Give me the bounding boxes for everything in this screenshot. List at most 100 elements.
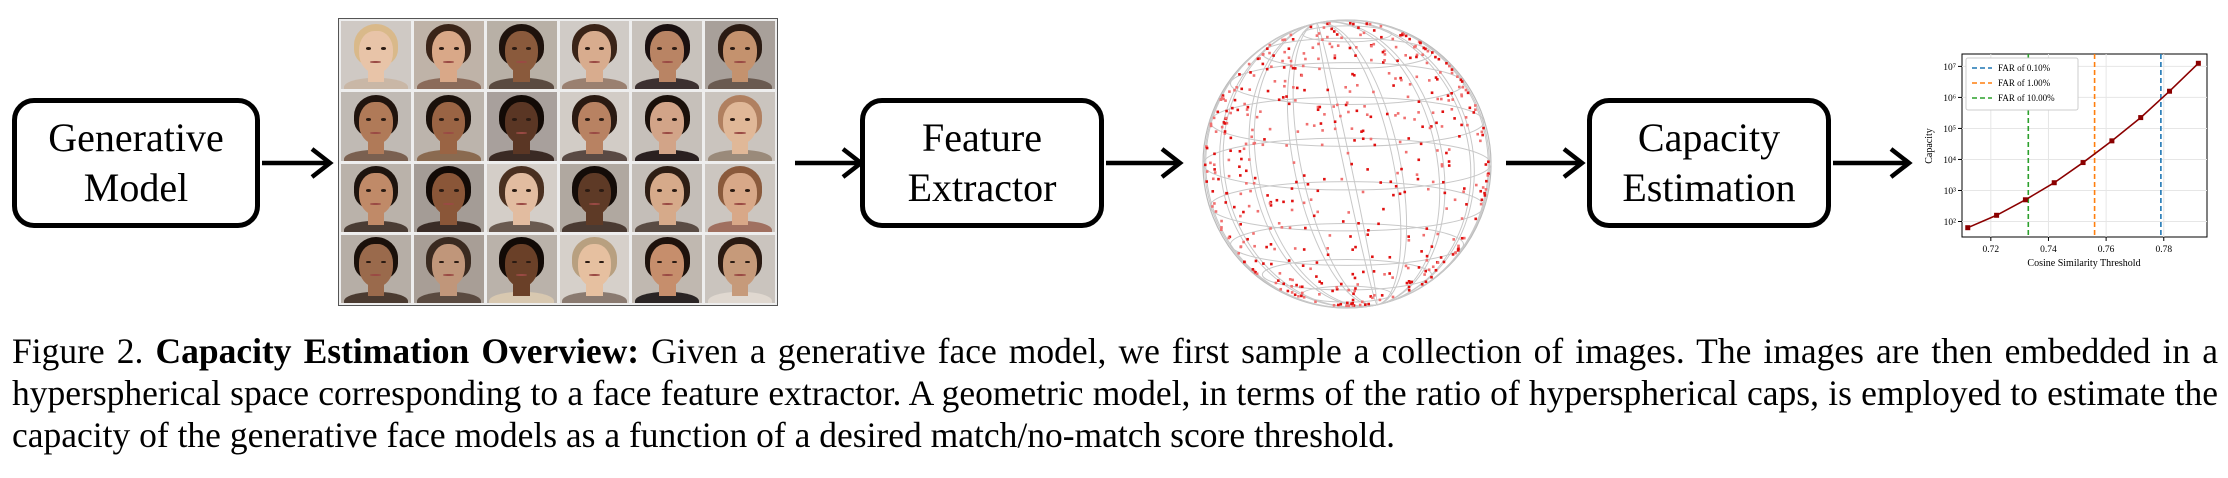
embedding-point — [1261, 53, 1265, 56]
embedding-point — [1316, 105, 1320, 109]
face-image — [413, 163, 484, 232]
embedding-point — [1321, 129, 1324, 132]
embedding-point — [1387, 71, 1391, 75]
embedding-point — [1252, 181, 1256, 185]
embedding-point — [1392, 193, 1395, 197]
embedding-point — [1232, 205, 1236, 209]
embedding-point — [1407, 288, 1411, 292]
embedding-point — [1430, 245, 1434, 248]
embedding-point — [1442, 260, 1446, 264]
embedding-point — [1479, 139, 1482, 143]
embedding-point — [1336, 44, 1340, 47]
embedding-point — [1277, 221, 1281, 225]
embedding-point — [1445, 151, 1448, 155]
embedding-point — [1391, 276, 1394, 279]
embedding-point — [1328, 42, 1332, 46]
embedding-point — [1246, 237, 1249, 241]
embedding-point — [1378, 298, 1382, 302]
embedding-point — [1213, 202, 1216, 205]
embedding-point — [1321, 38, 1324, 41]
embedding-point — [1480, 130, 1484, 134]
embedding-point — [1283, 84, 1286, 88]
embedding-point — [1425, 61, 1429, 65]
embedding-point — [1394, 45, 1398, 49]
chart-y-tick-label: 10⁶ — [1943, 94, 1956, 104]
embedding-point — [1332, 105, 1336, 108]
embedding-point — [1217, 177, 1220, 181]
embedding-point — [1209, 122, 1213, 126]
embedding-point — [1335, 287, 1339, 291]
embedding-point — [1460, 94, 1464, 98]
embedding-point — [1221, 96, 1224, 99]
embedding-point — [1410, 280, 1414, 284]
embedding-point — [1316, 210, 1320, 214]
embedding-point — [1227, 158, 1231, 162]
embedding-point — [1236, 108, 1240, 112]
embedding-point — [1415, 173, 1419, 176]
embedding-point — [1344, 85, 1347, 89]
embedding-point — [1368, 22, 1372, 26]
embedding-point — [1362, 31, 1366, 35]
face-image — [559, 21, 630, 90]
embedding-point — [1361, 190, 1365, 194]
embedding-point — [1223, 122, 1227, 125]
embedding-point — [1431, 111, 1435, 115]
embedding-point — [1302, 174, 1306, 177]
embedding-point — [1282, 66, 1286, 69]
embedding-point — [1381, 50, 1385, 54]
embedding-point — [1287, 259, 1291, 262]
embedding-point — [1353, 139, 1356, 142]
embedding-point — [1269, 227, 1272, 230]
embedding-point — [1222, 97, 1225, 101]
embedding-point — [1238, 165, 1241, 169]
embedding-point — [1440, 163, 1444, 166]
embedding-point — [1273, 247, 1276, 251]
embedding-point — [1213, 152, 1216, 156]
embedding-point — [1421, 125, 1424, 129]
embedding-point — [1331, 289, 1334, 293]
embedding-point — [1407, 137, 1411, 140]
embedding-point — [1266, 89, 1270, 93]
embedding-point — [1460, 217, 1464, 220]
embedding-point — [1356, 283, 1360, 286]
embedding-point — [1365, 22, 1369, 25]
embedding-point — [1278, 272, 1282, 275]
embedding-point — [1265, 67, 1269, 71]
embedding-point — [1295, 180, 1298, 184]
chart-x-tick-label: 0.78 — [2155, 245, 2172, 255]
embedding-point — [1314, 300, 1317, 304]
embedding-point — [1205, 180, 1209, 183]
embedding-point — [1377, 222, 1380, 226]
embedding-point — [1424, 280, 1428, 284]
embedding-point — [1304, 57, 1307, 61]
embedding-point — [1326, 35, 1329, 39]
embedding-point — [1354, 54, 1357, 57]
embedding-point — [1239, 174, 1242, 177]
embedding-point — [1268, 43, 1272, 47]
embedding-point — [1258, 57, 1261, 60]
embedding-point — [1415, 55, 1418, 59]
embedding-point — [1251, 128, 1254, 132]
embedding-point — [1229, 149, 1232, 153]
embedding-point — [1239, 192, 1243, 196]
embedding-point — [1332, 30, 1336, 33]
embedding-point — [1436, 149, 1439, 152]
embedding-point — [1251, 268, 1255, 271]
embedding-point — [1246, 105, 1250, 109]
embedding-point — [1213, 168, 1216, 171]
embedding-point — [1436, 97, 1440, 101]
embedding-point — [1445, 61, 1448, 65]
embedding-point — [1351, 298, 1355, 302]
embedding-point — [1379, 24, 1383, 28]
embedding-point — [1348, 46, 1352, 50]
embedding-point — [1255, 272, 1259, 276]
embedding-point — [1220, 125, 1224, 129]
generative-model-line1: Generative — [48, 115, 224, 160]
face-image — [632, 21, 703, 90]
embedding-point — [1290, 291, 1294, 294]
embedding-point — [1443, 191, 1447, 195]
embedding-point — [1203, 163, 1207, 167]
chart-series-point — [2195, 60, 2201, 66]
chart-y-tick-label: 10² — [1944, 218, 1957, 228]
